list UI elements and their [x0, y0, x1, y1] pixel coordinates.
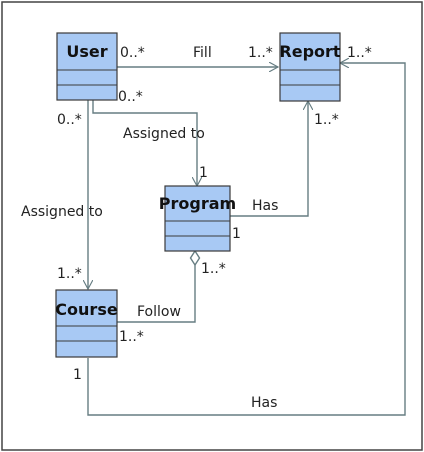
- class-user-name: User: [66, 42, 107, 61]
- course-report-association-line: [87, 63, 406, 416]
- fill-target-multiplicity: 1..*: [248, 45, 273, 61]
- class-user[interactable]: User: [56, 32, 118, 101]
- association-lines: [87, 63, 406, 416]
- user-course-label: Assigned to: [21, 204, 103, 220]
- user-program-source-multiplicity: 0..*: [118, 89, 143, 105]
- association-labels: 0..* Fill 1..* 0..* Assigned to 1 0..* A…: [21, 45, 372, 411]
- class-report-name: Report: [279, 42, 341, 61]
- course-program-source-multiplicity: 1..*: [119, 329, 144, 345]
- class-program-name: Program: [159, 194, 236, 213]
- user-program-label: Assigned to: [123, 126, 205, 142]
- aggregation-diamond-icon: [189, 249, 201, 267]
- program-report-label: Has: [252, 198, 278, 214]
- user-program-target-multiplicity: 1: [199, 165, 208, 181]
- class-report[interactable]: Report: [279, 32, 341, 102]
- program-report-association-line: [230, 101, 308, 217]
- course-report-target-multiplicity: 1..*: [347, 45, 372, 61]
- fill-label: Fill: [193, 45, 212, 61]
- program-report-source-multiplicity: 1: [232, 226, 241, 242]
- class-course[interactable]: Course: [55, 289, 118, 358]
- user-program-association-line: [92, 100, 197, 186]
- class-course-name: Course: [55, 300, 118, 319]
- course-program-target-multiplicity: 1..*: [201, 261, 226, 277]
- program-report-target-multiplicity: 1..*: [314, 112, 339, 128]
- course-report-source-multiplicity: 1: [73, 367, 82, 383]
- course-program-label: Follow: [137, 304, 181, 320]
- course-program-aggregation-line: [117, 265, 196, 323]
- course-report-label: Has: [251, 395, 277, 411]
- user-course-source-multiplicity: 0..*: [57, 112, 82, 128]
- fill-source-multiplicity: 0..*: [120, 45, 145, 61]
- user-course-target-multiplicity: 1..*: [57, 266, 82, 282]
- class-program[interactable]: Program: [159, 185, 236, 252]
